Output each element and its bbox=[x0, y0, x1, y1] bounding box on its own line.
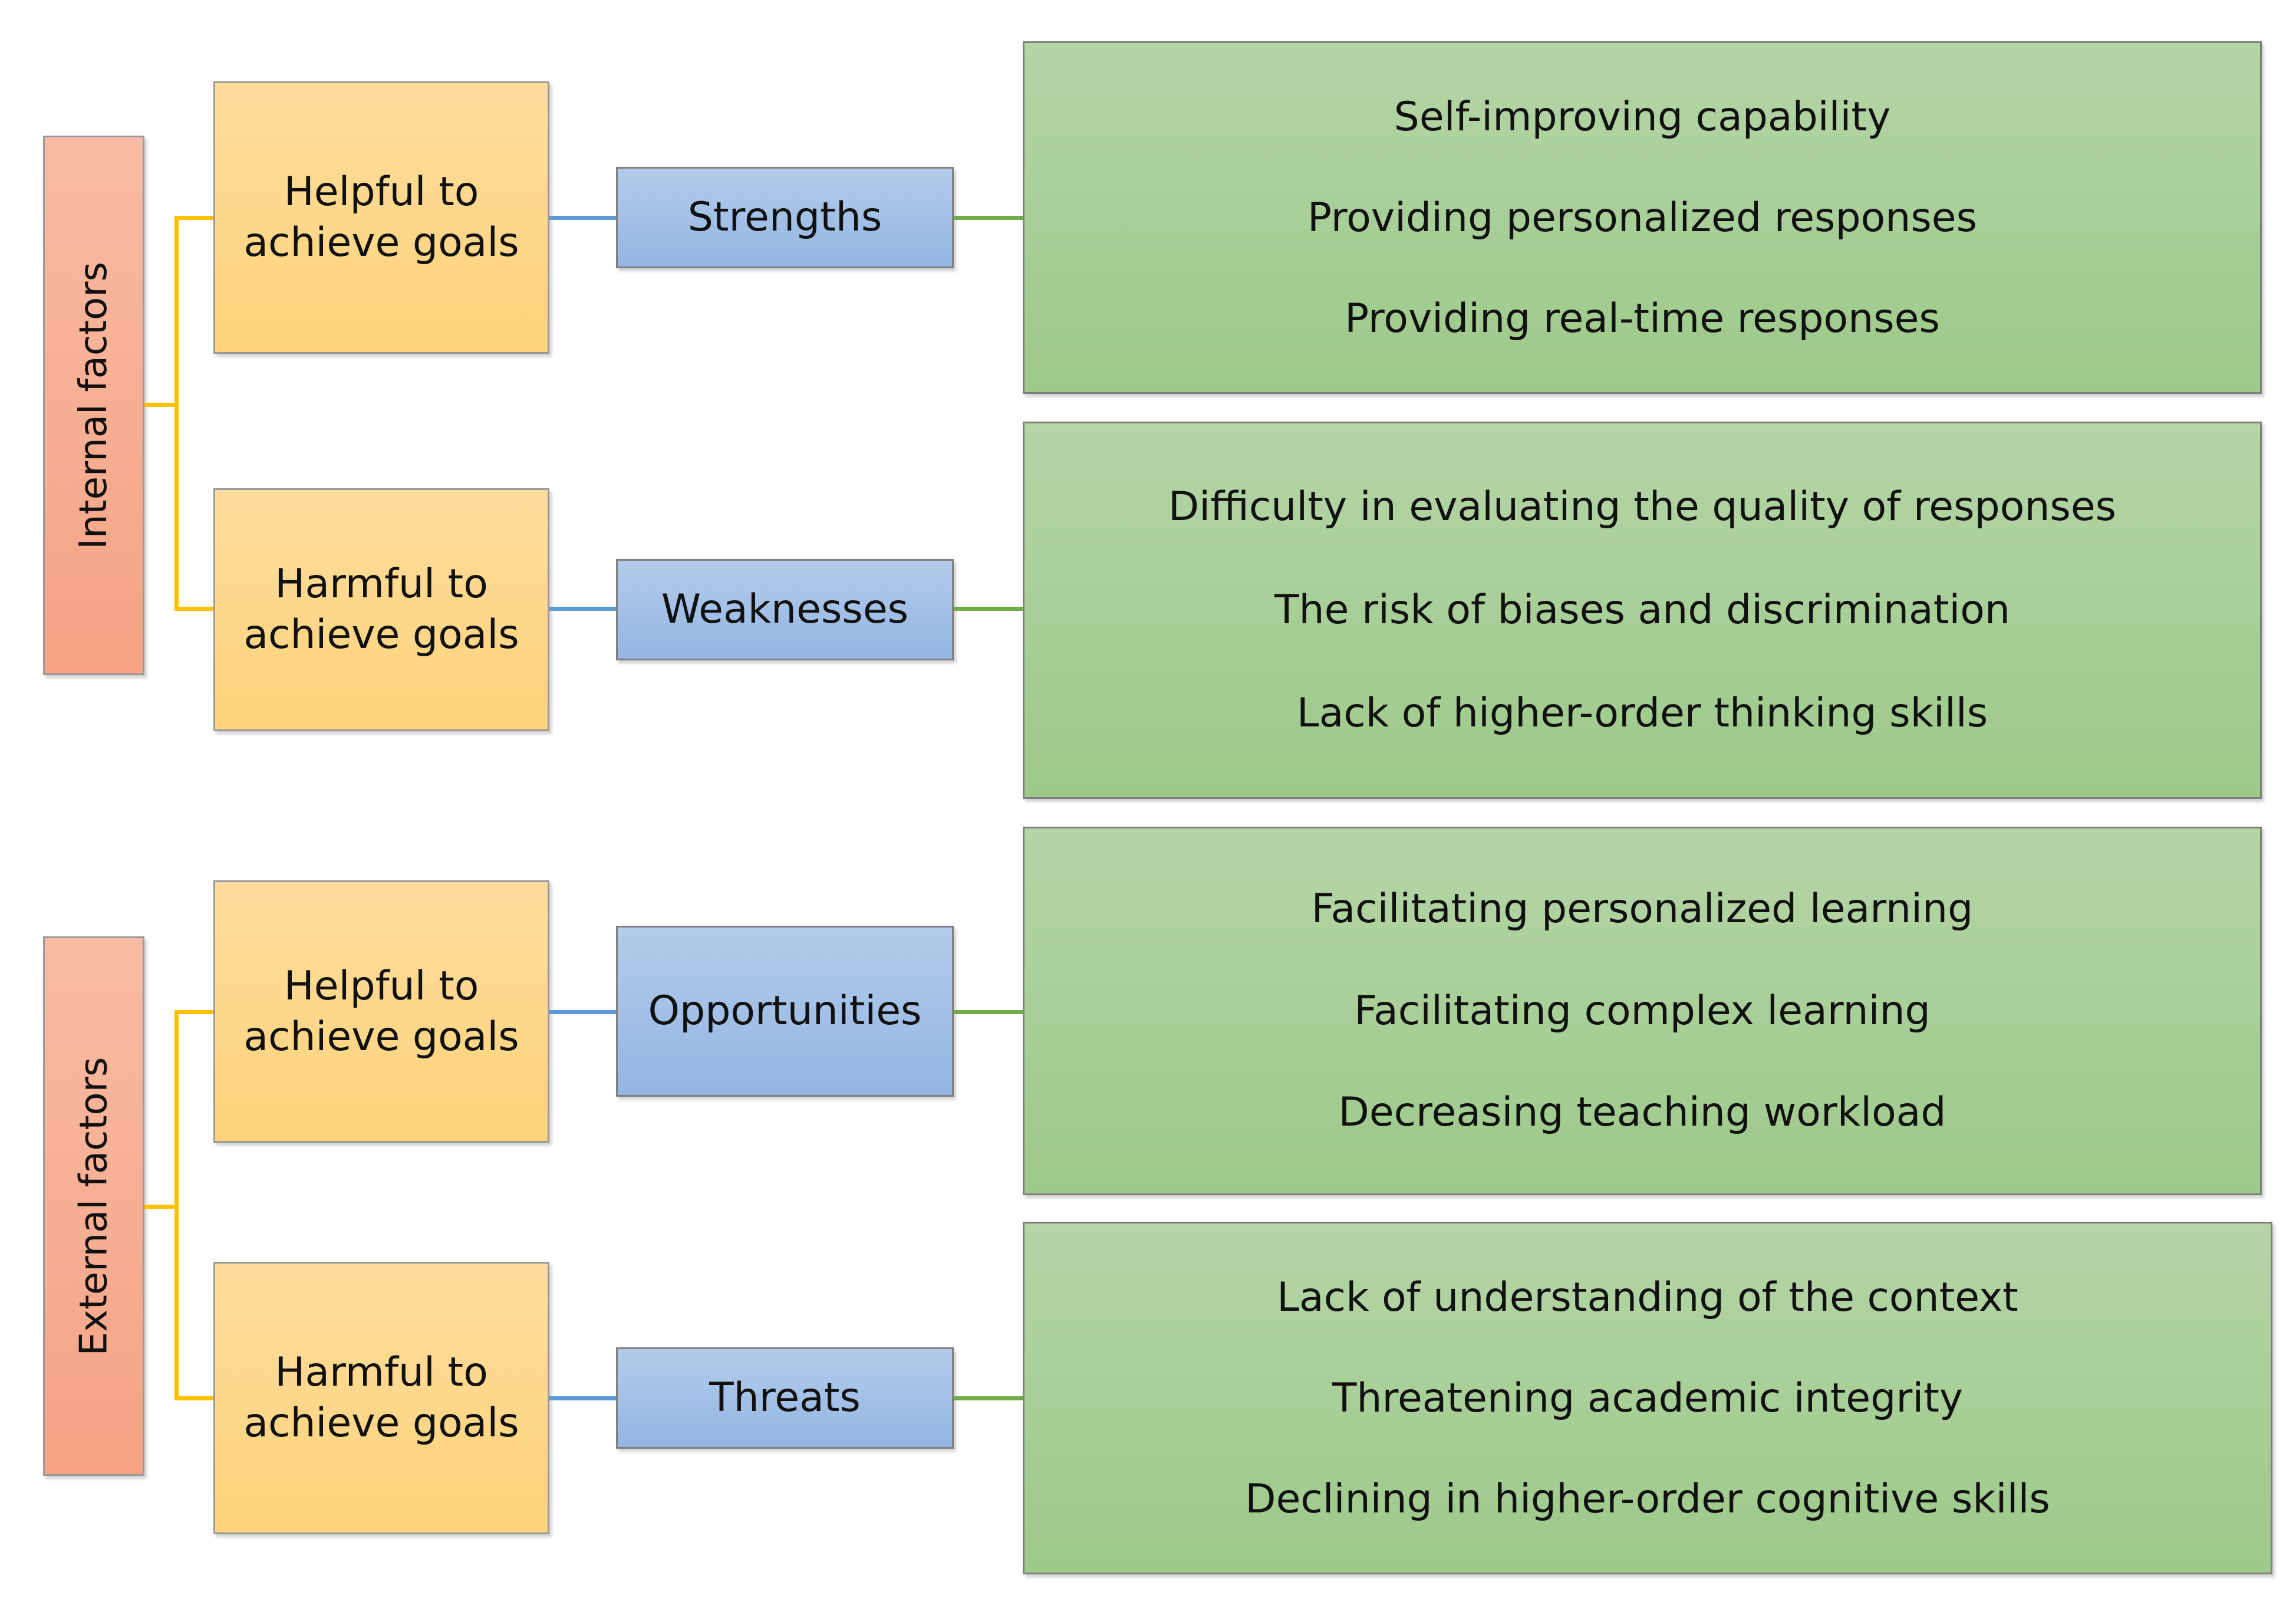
strengths-item: Providing personalized responses bbox=[1307, 195, 1978, 241]
strengths-box: Strengths bbox=[616, 167, 954, 268]
strengths-connector bbox=[549, 216, 616, 220]
strengths-label: Strengths bbox=[687, 194, 882, 241]
threats-box: Threats bbox=[616, 1347, 954, 1449]
internal-bracket-stem bbox=[144, 403, 179, 407]
opportunities-connector bbox=[549, 1010, 616, 1014]
opportunities-item: Facilitating complex learning bbox=[1354, 987, 1931, 1034]
threats-label: Threats bbox=[709, 1374, 861, 1421]
strengths-item: Self-improving capability bbox=[1394, 94, 1891, 140]
internal-factors-label: Internal factors bbox=[72, 261, 116, 550]
external-harmful-goal-box: Harmful to achieve goals bbox=[213, 1262, 549, 1534]
threats-detail-box: Lack of understanding of the context Thr… bbox=[1023, 1222, 2272, 1574]
external-factors-label: External factors bbox=[72, 1057, 116, 1356]
external-helpful-goal-label: Helpful to achieve goals bbox=[243, 962, 519, 1060]
external-bracket-bottom-branch bbox=[174, 1396, 213, 1400]
opportunities-detail-box: Facilitating personalized learning Facil… bbox=[1023, 827, 2262, 1195]
external-helpful-goal-box: Helpful to achieve goals bbox=[213, 880, 549, 1143]
weaknesses-box: Weaknesses bbox=[616, 559, 954, 660]
threats-connector bbox=[549, 1396, 616, 1400]
internal-harmful-goal-box: Harmful to achieve goals bbox=[213, 488, 549, 731]
opportunities-label: Opportunities bbox=[648, 988, 922, 1034]
weaknesses-item: Difficulty in evaluating the quality of … bbox=[1168, 484, 2117, 530]
external-factors-box: External factors bbox=[43, 936, 144, 1476]
external-harmful-goal-label: Harmful to achieve goals bbox=[243, 1349, 519, 1446]
opportunities-detail-connector bbox=[954, 1010, 1023, 1014]
internal-factors-box: Internal factors bbox=[43, 136, 144, 675]
threats-detail-connector bbox=[954, 1396, 1023, 1400]
external-bracket-vertical bbox=[174, 1010, 179, 1400]
threats-item: Lack of understanding of the context bbox=[1277, 1274, 2018, 1321]
internal-harmful-goal-label: Harmful to achieve goals bbox=[243, 561, 519, 658]
internal-helpful-goal-label: Helpful to achieve goals bbox=[243, 169, 519, 266]
weaknesses-connector bbox=[549, 607, 616, 611]
weaknesses-item: The risk of biases and discrimination bbox=[1274, 587, 2010, 633]
weaknesses-item: Lack of higher-order thinking skills bbox=[1296, 690, 1988, 736]
opportunities-item: Facilitating personalized learning bbox=[1311, 886, 1974, 932]
strengths-item: Providing real-time responses bbox=[1345, 295, 1940, 342]
weaknesses-detail-box: Difficulty in evaluating the quality of … bbox=[1023, 422, 2262, 799]
external-bracket-top-branch bbox=[174, 1010, 213, 1014]
internal-bracket-vertical bbox=[174, 216, 179, 611]
strengths-detail-connector bbox=[954, 216, 1023, 220]
opportunities-box: Opportunities bbox=[616, 926, 954, 1097]
internal-helpful-goal-box: Helpful to achieve goals bbox=[213, 81, 549, 354]
internal-bracket-bottom-branch bbox=[174, 607, 213, 611]
opportunities-item: Decreasing teaching workload bbox=[1338, 1089, 1946, 1136]
external-bracket-stem bbox=[144, 1205, 179, 1209]
threats-item: Threatening academic integrity bbox=[1332, 1375, 1964, 1422]
weaknesses-detail-connector bbox=[954, 607, 1023, 611]
weaknesses-label: Weaknesses bbox=[661, 586, 909, 633]
strengths-detail-box: Self-improving capability Providing pers… bbox=[1023, 41, 2262, 394]
threats-item: Declining in higher-order cognitive skil… bbox=[1245, 1476, 2050, 1522]
internal-bracket-top-branch bbox=[174, 216, 213, 220]
